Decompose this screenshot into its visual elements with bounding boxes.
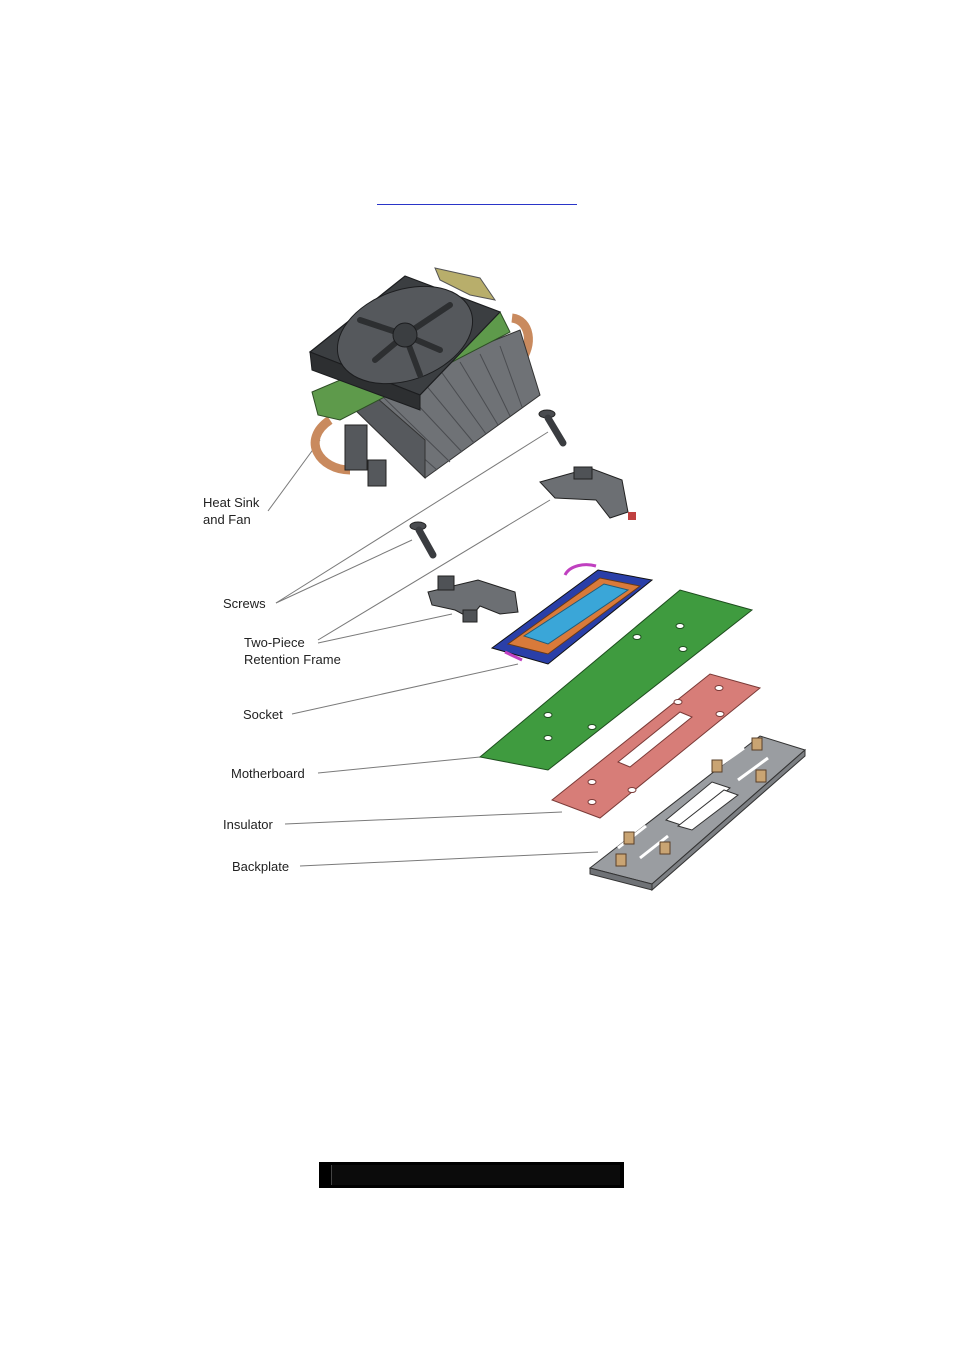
label-heat-sink-and-fan: Heat Sink and Fan bbox=[203, 494, 259, 528]
screw-upper bbox=[538, 409, 567, 447]
label-heat-sink-line2: and Fan bbox=[203, 512, 251, 527]
retention-frame-upper bbox=[539, 466, 636, 520]
label-heat-sink-line1: Heat Sink bbox=[203, 495, 260, 510]
heatsink-fan-assembly bbox=[308, 267, 541, 487]
label-insulator: Insulator bbox=[223, 817, 273, 832]
retention-frame-lower bbox=[427, 575, 519, 623]
redaction-bar-inner bbox=[331, 1165, 620, 1185]
leader-lines bbox=[267, 431, 599, 867]
label-backplate: Backplate bbox=[232, 859, 290, 874]
label-socket: Socket bbox=[243, 707, 283, 722]
label-motherboard: Motherboard bbox=[231, 766, 305, 781]
label-screws: Screws bbox=[223, 596, 266, 611]
label-retention-frame: Two-Piece Retention Frame bbox=[244, 634, 341, 668]
screw-lower bbox=[409, 521, 437, 559]
label-retention-line2: Retention Frame bbox=[244, 652, 341, 667]
redaction-bar bbox=[319, 1162, 624, 1188]
backplate-plate bbox=[588, 735, 807, 892]
label-retention-line1: Two-Piece bbox=[244, 635, 305, 650]
insulator-sheet bbox=[550, 673, 762, 819]
cpu-socket bbox=[490, 563, 654, 665]
motherboard-board bbox=[478, 589, 754, 771]
hyperlink-underline[interactable] bbox=[377, 204, 577, 205]
